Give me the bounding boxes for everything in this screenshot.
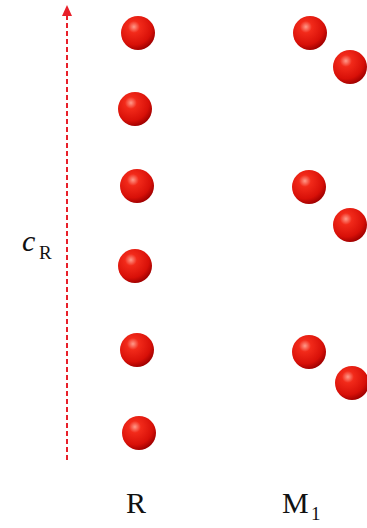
axis-subscript: R [39, 243, 52, 262]
axis-symbol: c [22, 226, 35, 256]
column-subscript: 1 [311, 504, 321, 523]
m1-column-spheres [292, 16, 367, 400]
column-label: R [126, 488, 146, 518]
column-label: M [282, 488, 309, 518]
axis-arrow [66, 10, 68, 460]
r-column-spheres [118, 16, 156, 450]
